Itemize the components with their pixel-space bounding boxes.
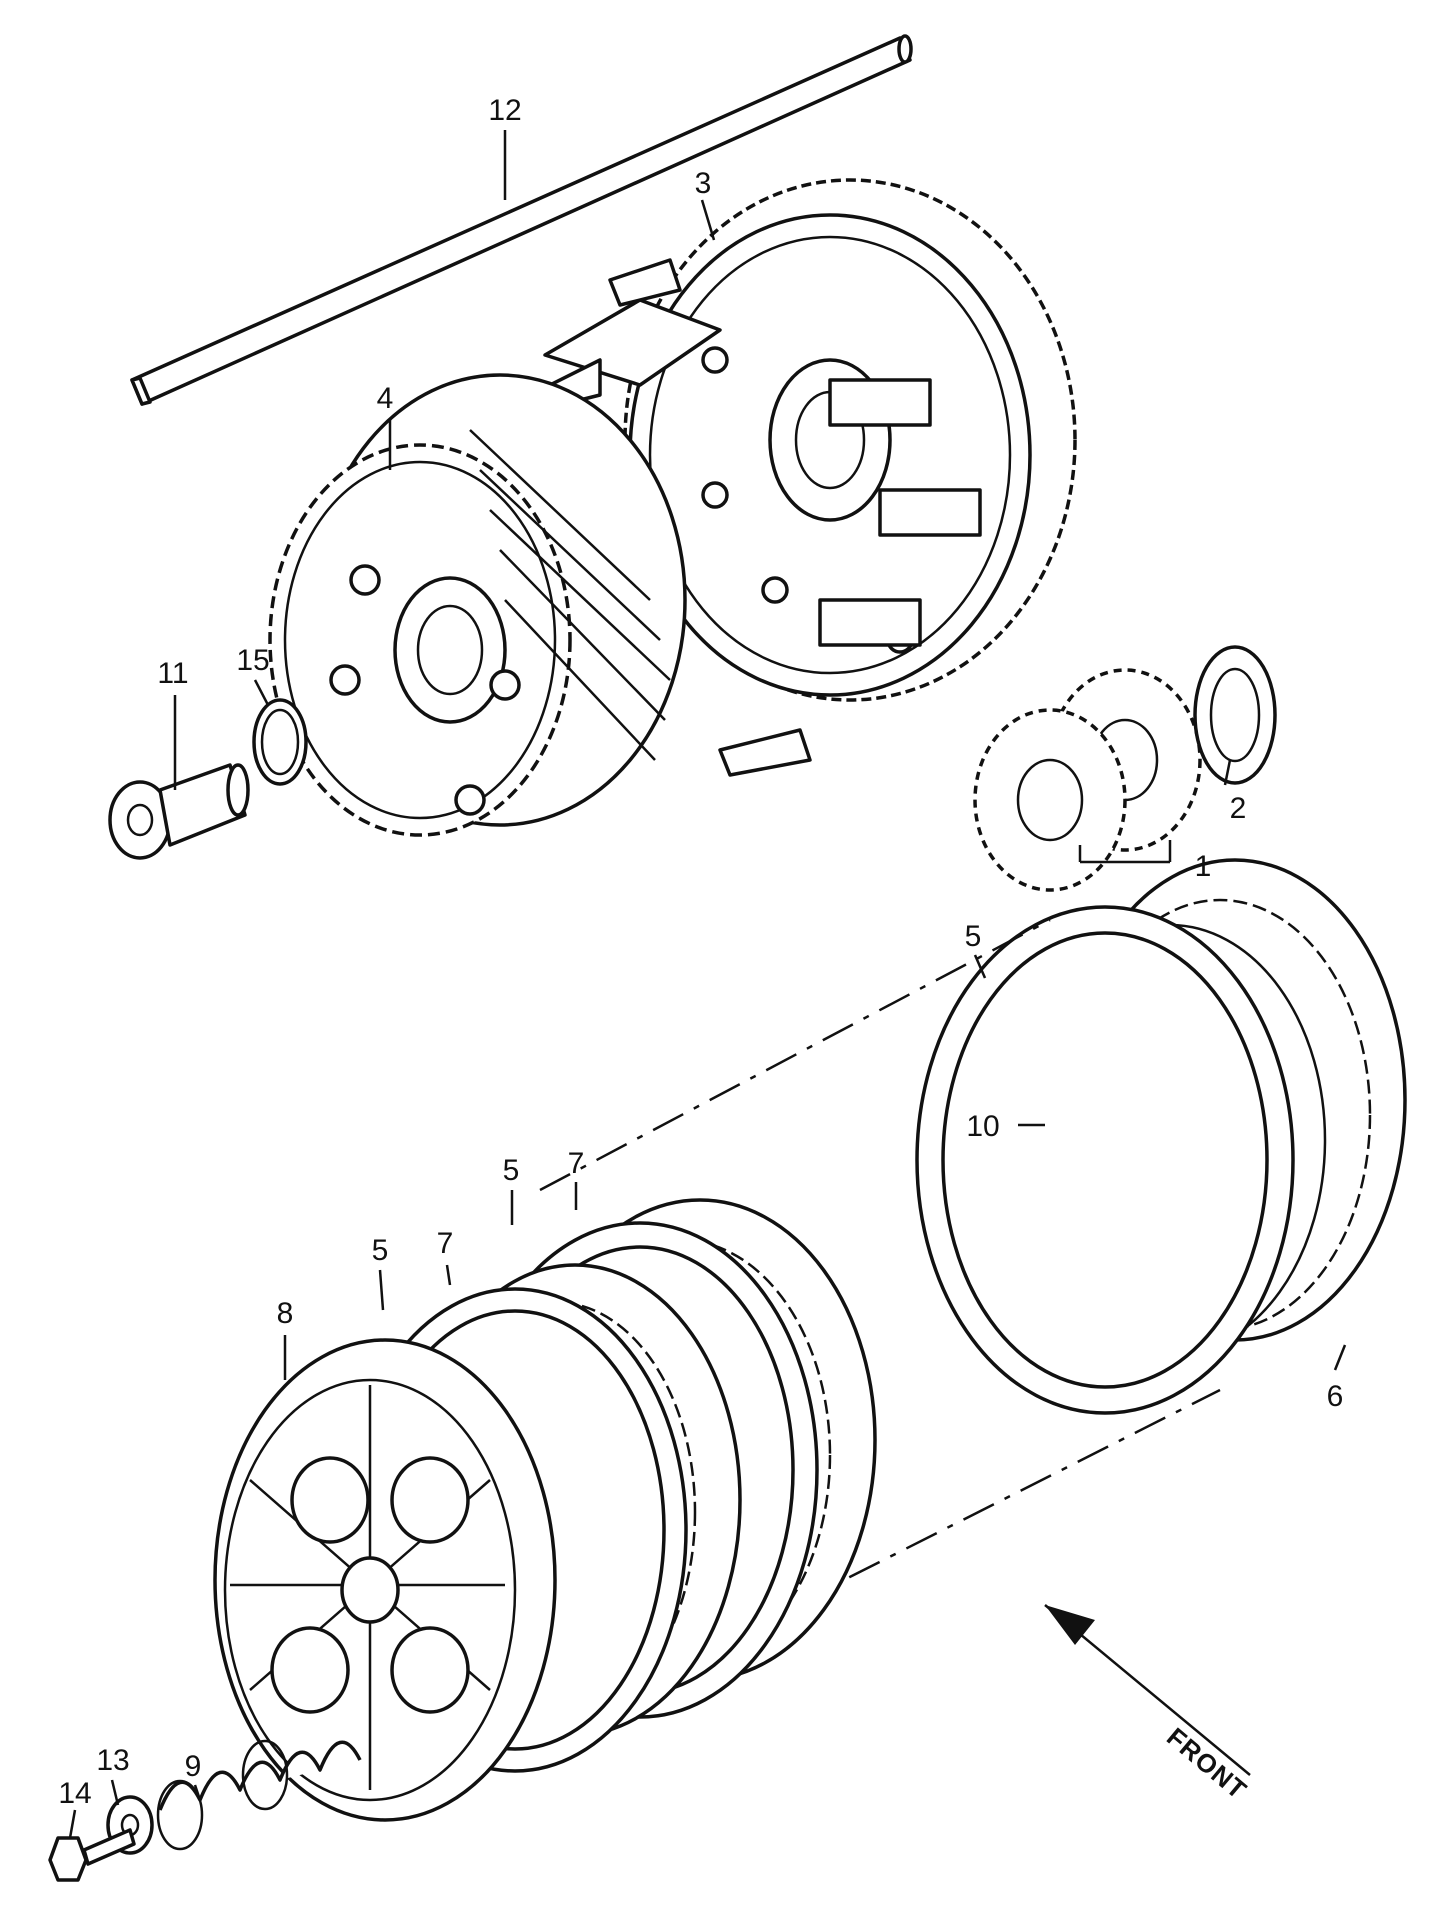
push-rod-part [130, 34, 913, 406]
primary-driven-gear-part [973, 668, 1202, 892]
callout-11: 11 [157, 657, 188, 690]
snap-ring-part [252, 698, 308, 786]
bolt-part [48, 1828, 136, 1882]
callout-7-front: 7 [568, 1147, 585, 1180]
callout-5-rear: 5 [965, 920, 982, 953]
callout-3: 3 [695, 167, 712, 200]
callout-12: 12 [488, 94, 521, 127]
callout-7-middle: 7 [437, 1227, 454, 1260]
leader-lines [68, 130, 1347, 1839]
callout-9: 9 [185, 1750, 202, 1783]
clutch-center-part [268, 373, 687, 837]
front-direction-arrow: FRONT [1044, 1604, 1253, 1806]
thrust-washer-part [1193, 645, 1277, 785]
callout-5-front: 5 [503, 1154, 520, 1187]
callout-10: 10 [966, 1110, 999, 1143]
friction-disc-rear-part [915, 905, 1295, 1415]
callout-13: 13 [96, 1744, 129, 1777]
clutch-outer-part [528, 178, 1077, 777]
callout-6: 6 [1327, 1380, 1344, 1413]
pressure-plate-part [213, 1338, 557, 1822]
callout-4: 4 [377, 382, 394, 415]
callout-8: 8 [277, 1297, 294, 1330]
callout-labels: 1 2 3 4 5 5 5 6 7 7 8 9 10 11 12 13 14 1… [58, 94, 1343, 1810]
callout-14: 14 [58, 1777, 91, 1810]
clutch-spring-part [156, 1739, 362, 1851]
callout-5-middle: 5 [372, 1234, 389, 1267]
callout-15: 15 [236, 644, 269, 677]
front-label: FRONT [1161, 1722, 1253, 1806]
callout-1: 1 [1195, 850, 1212, 883]
collar-part [108, 763, 250, 860]
callout-2: 2 [1230, 792, 1247, 825]
